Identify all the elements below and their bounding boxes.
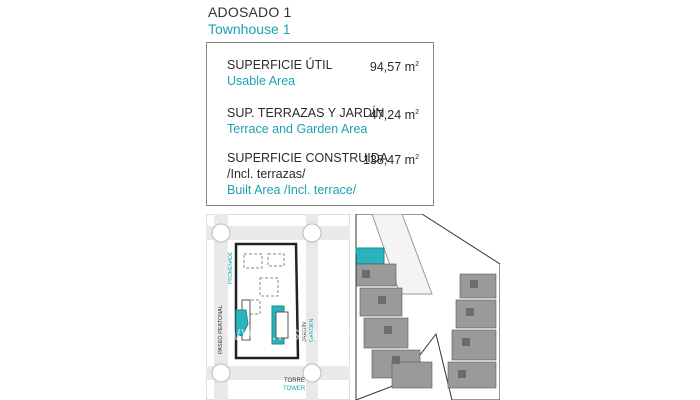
watermark: www.i sta om [226,323,356,345]
floor-plan-detail [352,214,500,400]
usable-area-value: 94,57 m2 [369,60,419,74]
usable-area-row: SUPERFICIE ÚTIL Usable Area 94,57 m2 [227,57,419,89]
built-area-label-2: /Incl. terrazas/ [227,167,306,181]
terrace-area-value: 47,24 m2 [369,108,419,122]
built-area-row: SUPERFICIE CONSTRUIDA /Incl. terrazas/ B… [227,150,419,198]
title-block: ADOSADO 1 Townhouse 1 [208,4,292,37]
usable-area-label-en: Usable Area [227,74,296,88]
label-jardin: JARDÍN [301,322,308,342]
site-location-plan: PROMENADE PASEO PEATONAL JARDÍN GARDEN T… [206,214,350,400]
built-area-label: SUPERFICIE CONSTRUIDA [227,151,389,165]
label-torre: TORRE [284,378,305,384]
terrace-area-row: SUP. TERRAZAS Y JARDÍN Terrace and Garde… [227,105,419,137]
label-garden: GARDEN [309,318,315,342]
area-summary-box: SUPERFICIE ÚTIL Usable Area 94,57 m2 SUP… [206,42,434,206]
label-paseo-peatonal: PASEO PEATONAL [218,305,224,354]
label-promenade: PROMENADE [228,251,234,284]
unit-title: ADOSADO 1 [208,4,292,20]
unit-subtitle: Townhouse 1 [208,21,291,37]
built-area-value: 138,47 m2 [362,153,419,167]
usable-area-label: SUPERFICIE ÚTIL [227,58,333,72]
terrace-area-label: SUP. TERRAZAS Y JARDÍN [227,106,385,120]
label-tower: TOWER [283,386,306,392]
terrace-area-label-en: Terrace and Garden Area [227,122,368,136]
built-area-label-en: Built Area /Incl. terrace/ [227,183,357,197]
